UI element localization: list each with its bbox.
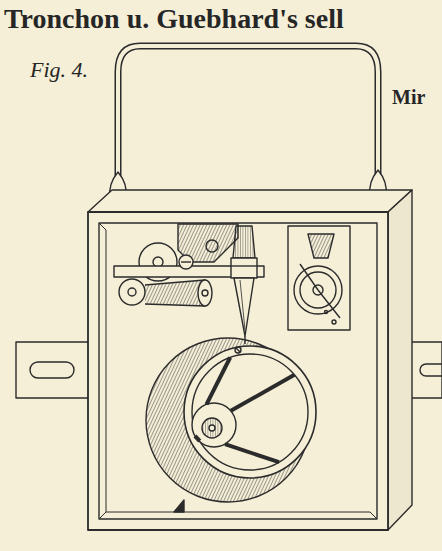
- box-side: [388, 190, 412, 530]
- mounting-bracket: [410, 342, 442, 398]
- figure-title: Tronchon u. Guebhard's sell: [4, 4, 344, 35]
- funnel: [308, 234, 334, 258]
- box-front: [88, 212, 388, 530]
- drum-hub: [192, 403, 236, 447]
- drum-spoke: [225, 444, 279, 462]
- box-frame: [99, 223, 377, 519]
- keyhole-slot: [420, 364, 442, 376]
- stylus-cap: [233, 226, 255, 258]
- drum-spoke: [206, 357, 230, 404]
- box-top: [88, 190, 412, 212]
- stylus-point: [234, 278, 254, 336]
- bracket-slot: [30, 362, 74, 378]
- roller: [119, 279, 145, 305]
- drum-spoke: [231, 375, 295, 411]
- drum-screw: [235, 347, 241, 353]
- corner-mark: [174, 500, 184, 512]
- paper-roll: [145, 280, 205, 306]
- figure-number: Fig. 4.: [30, 58, 88, 82]
- handle: [118, 46, 378, 190]
- mounting-bracket: [16, 342, 90, 398]
- pinion: [202, 418, 222, 438]
- drum-spoke: [195, 436, 200, 441]
- clockwork-frame: [288, 226, 350, 330]
- plate-heading: Mir: [392, 86, 425, 108]
